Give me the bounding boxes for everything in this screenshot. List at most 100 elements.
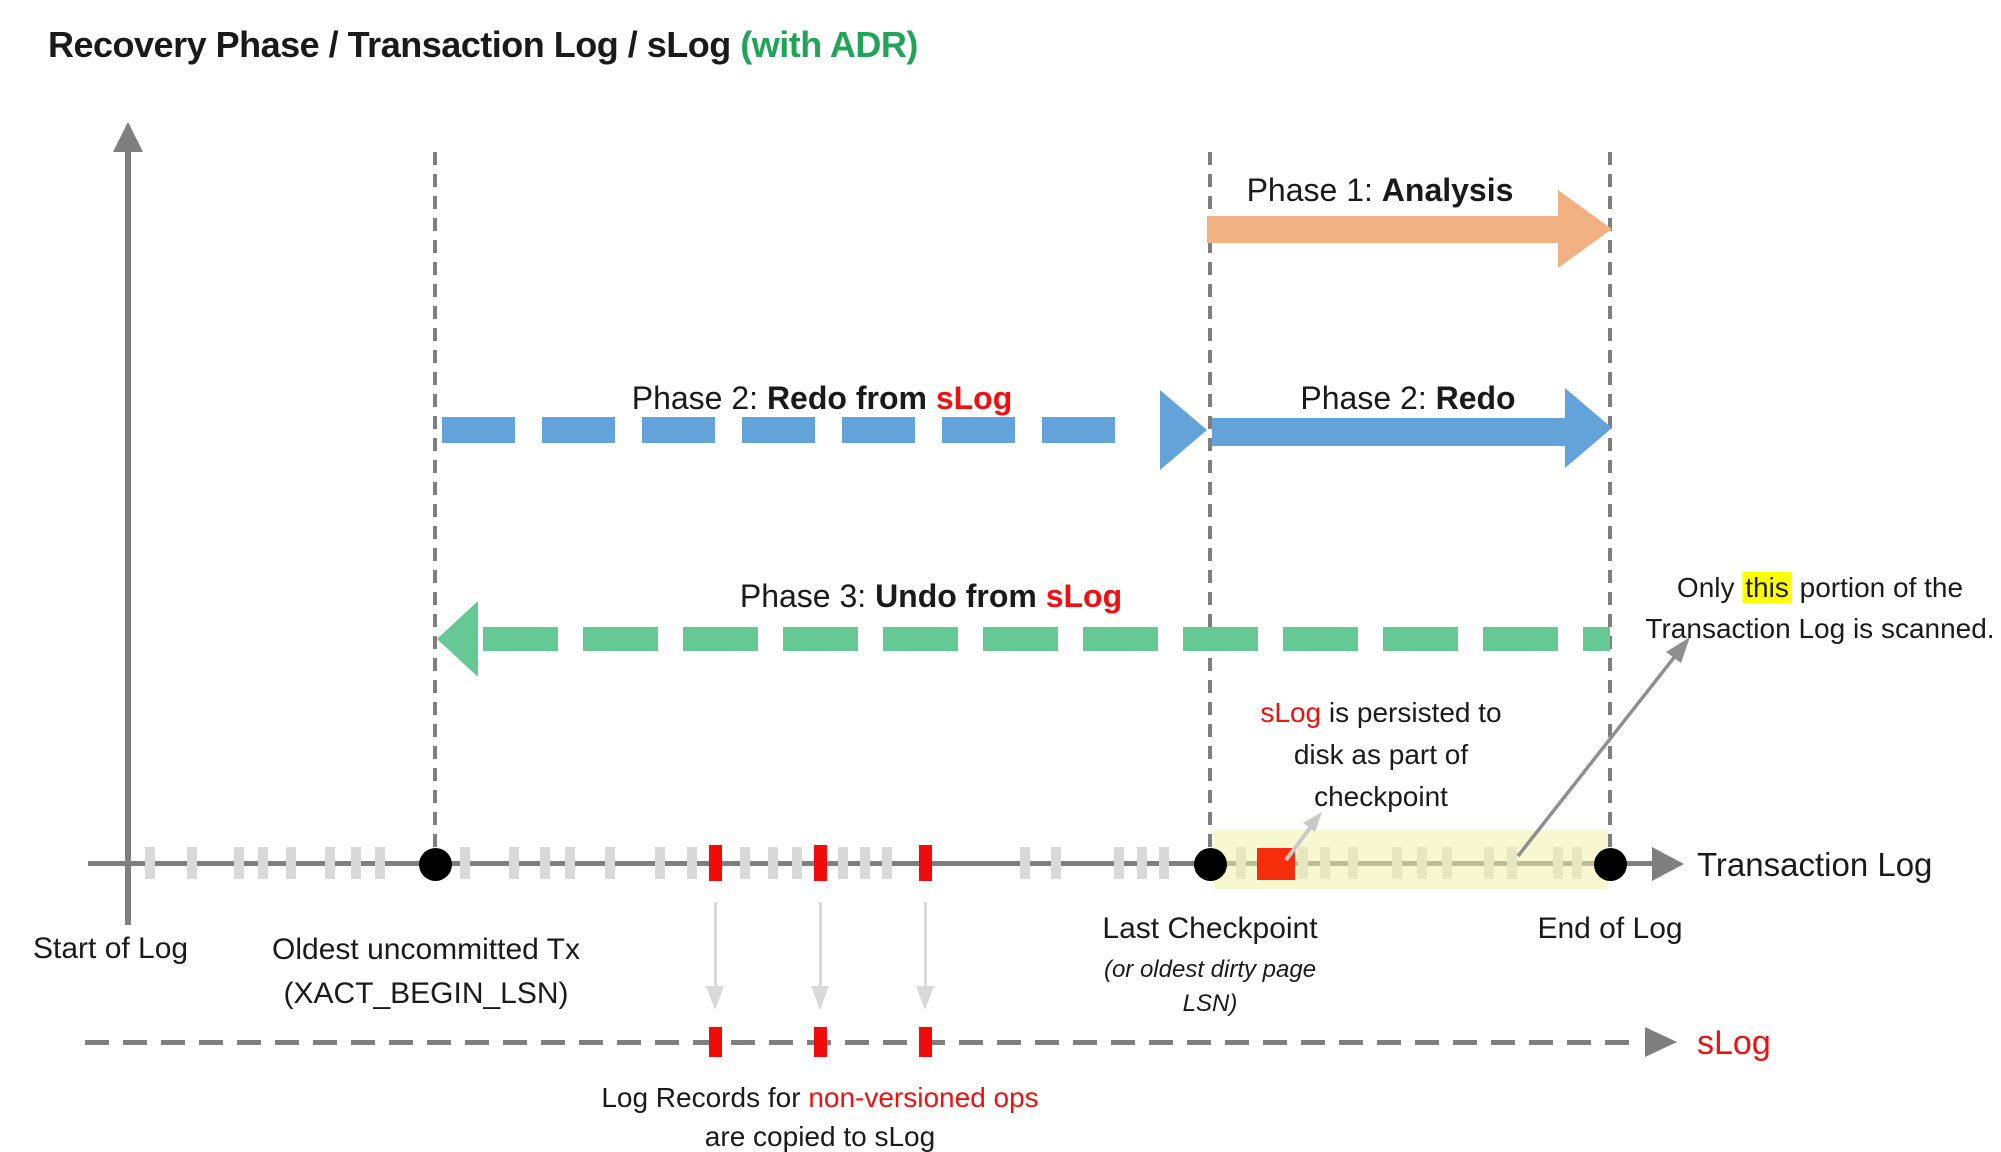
last-checkpoint-label: Last Checkpoint (or oldest dirty page LS… <box>1102 912 1317 1022</box>
oldest-tx-dot <box>419 848 452 881</box>
slog-record-tick <box>813 1027 827 1057</box>
slog-line <box>85 1040 1643 1045</box>
start-of-log-label: Start of Log <box>33 932 189 965</box>
slog-label: sLog <box>1697 1024 1771 1062</box>
phase2-arrow-body <box>1212 418 1565 446</box>
transaction-log-line <box>88 861 1652 866</box>
end-of-log-dot <box>1594 848 1627 881</box>
phase1-arrow-body <box>1207 216 1558 243</box>
log-tick-mark <box>565 847 575 879</box>
phase2-slog-label: Phase 2: Redo from sLog <box>632 380 1013 417</box>
log-tick-mark <box>540 847 550 879</box>
persist-note-line1: sLog is persisted to <box>1260 692 1501 734</box>
guide-last-checkpoint <box>1208 152 1212 864</box>
copy-to-slog-line <box>818 902 822 986</box>
y-axis-line <box>125 150 131 925</box>
slog-record-tick <box>708 1027 722 1057</box>
log-tick-mark <box>145 847 155 879</box>
phase1-arrow-head-icon <box>1558 190 1612 268</box>
scan-note-pre: Only <box>1676 572 1743 603</box>
oldest-tx-line2: (XACT_BEGIN_LSN) <box>283 976 569 1010</box>
phase2-arrow-head-icon <box>1565 388 1612 468</box>
phase3-red: sLog <box>1045 578 1123 614</box>
copy-to-slog-line <box>713 902 717 986</box>
last-checkpoint-line3: LSN) <box>1182 990 1238 1018</box>
log-tick-mark <box>1137 847 1147 879</box>
guide-oldest-tx <box>433 152 437 864</box>
oldest-tx-label: Oldest uncommitted Tx (XACT_BEGIN_LSN) <box>272 928 580 1015</box>
y-axis-arrow-icon <box>113 122 143 152</box>
log-tick-mark <box>605 847 615 879</box>
phase1-bold: Analysis <box>1381 172 1514 208</box>
log-tick-mark <box>1020 847 1030 879</box>
phase2-prefix: Phase 2: <box>1300 380 1436 416</box>
last-checkpoint-dot <box>1194 848 1227 881</box>
phase1-prefix: Phase 1: <box>1246 172 1382 208</box>
persist-note: sLog is persisted to disk as part of che… <box>1260 692 1501 818</box>
phase2-bold: Redo <box>1435 380 1516 416</box>
nonversioned-op-tick <box>918 845 932 881</box>
scan-arrow-icon <box>1516 637 1690 858</box>
phase2-slog-arrow-head-icon <box>1160 390 1207 470</box>
phase3-arrow-body <box>483 627 1610 651</box>
log-records-note: Log Records for non-versioned ops are co… <box>601 1078 1038 1152</box>
guide-end-of-log <box>1608 152 1612 864</box>
copy-to-slog-line <box>923 902 927 986</box>
scan-note-highlight: this <box>1742 572 1792 603</box>
log-records-red: non-versioned ops <box>808 1082 1039 1113</box>
slog-arrow-icon <box>1645 1027 1677 1057</box>
phase3-arrow-head-icon <box>437 601 478 677</box>
phase3-label: Phase 3: Undo from sLog <box>740 578 1122 615</box>
phase2s-bold: Redo from <box>766 380 936 416</box>
nonversioned-op-tick <box>813 845 827 881</box>
phase3-prefix: Phase 3: <box>739 578 876 614</box>
transaction-log-arrow-icon <box>1652 847 1684 881</box>
log-tick-mark <box>509 847 519 879</box>
title-accent: (with ADR) <box>740 24 918 65</box>
scan-note-line2: Transaction Log is scanned. <box>1645 612 1995 644</box>
log-tick-mark <box>1114 847 1124 879</box>
last-checkpoint-line1: Last Checkpoint <box>1102 912 1318 945</box>
log-tick-mark <box>234 847 244 879</box>
log-tick-mark <box>687 847 697 879</box>
log-records-line1: Log Records for non-versioned ops <box>601 1078 1038 1117</box>
log-tick-mark <box>351 847 361 879</box>
phase2s-prefix: Phase 2: <box>631 380 767 416</box>
log-records-line2: are copied to sLog <box>704 1121 936 1152</box>
phase2-slog-arrow-body <box>442 417 1142 443</box>
scan-note-post: portion of the <box>1791 572 1964 603</box>
log-tick-mark <box>325 847 335 879</box>
copy-to-slog-arrow-icon <box>916 986 934 1010</box>
log-tick-mark <box>768 847 778 879</box>
slog-record-tick <box>918 1027 932 1057</box>
title-main: Recovery Phase / Transaction Log / sLog <box>48 24 741 65</box>
log-tick-mark <box>187 847 197 879</box>
log-tick-mark <box>655 847 665 879</box>
phase2-label: Phase 2: Redo <box>1300 380 1515 417</box>
phase2s-red: sLog <box>935 380 1013 416</box>
persist-note-rest: is persisted to <box>1321 697 1502 728</box>
log-tick-mark <box>1051 847 1061 879</box>
log-tick-mark <box>860 847 870 879</box>
oldest-tx-line1: Oldest uncommitted Tx <box>272 933 580 966</box>
end-of-log-label: End of Log <box>1537 912 1683 945</box>
log-records-black: Log Records for <box>601 1082 809 1113</box>
persist-note-line2: disk as part of <box>1293 739 1469 770</box>
phase1-label: Phase 1: Analysis <box>1247 172 1514 209</box>
log-tick-mark <box>882 847 892 879</box>
nonversioned-op-tick <box>708 845 722 881</box>
log-tick-mark <box>375 847 385 879</box>
log-tick-mark <box>1159 847 1169 879</box>
last-checkpoint-line2: (or oldest dirty page <box>1103 955 1317 983</box>
copy-to-slog-arrow-icon <box>811 986 829 1010</box>
log-tick-mark <box>258 847 268 879</box>
log-tick-mark <box>460 847 470 879</box>
log-tick-mark <box>740 847 750 879</box>
scan-note-line1: Only this portion of the <box>1645 568 1994 609</box>
scan-note: Only this portion of the Transaction Log… <box>1645 568 1995 649</box>
persist-note-line3: checkpoint <box>1314 781 1448 812</box>
persist-arrow-icon <box>1284 812 1322 862</box>
page-title: Recovery Phase / Transaction Log / sLog … <box>48 24 918 65</box>
